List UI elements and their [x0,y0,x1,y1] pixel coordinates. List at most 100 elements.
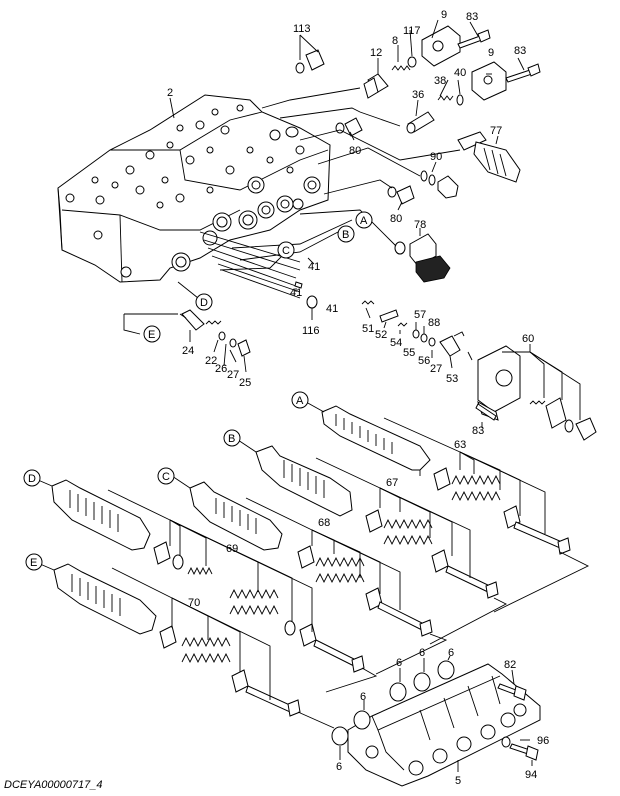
callout-77: 77 [490,125,502,137]
callout-27-left: 27 [227,369,239,381]
ring-116 [306,295,318,309]
callout-41-c: 41 [326,303,338,315]
ring-26 [218,331,226,341]
letter-B-lower: B [228,433,235,445]
callout-38: 38 [434,75,446,87]
bolt-82 [497,683,527,701]
part-88 [453,331,465,337]
cover-9-second [471,61,507,101]
callout-57: 57 [414,309,426,321]
callout-68: 68 [318,517,330,529]
circle-A-upper [355,211,373,229]
circle-D-lower [23,469,41,487]
callout-9-second: 9 [488,47,494,59]
letter-E-upper: E [148,329,155,341]
ring-117 [407,56,417,68]
spool-parts-70 [159,625,301,717]
callout-25: 25 [239,377,251,389]
callout-82: 82 [504,659,516,671]
spring-38 [437,95,454,101]
callout-117: 117 [403,25,421,37]
spool-parts-63 [433,467,571,555]
callout-78: 78 [414,219,426,231]
letter-D-lower: D [28,473,36,485]
cover-9-top [421,25,461,67]
callout-56: 56 [418,355,430,367]
callout-41-a: 41 [308,261,320,273]
circle-C-lower [157,467,175,485]
spool-parts-69 [153,541,365,673]
callout-90: 90 [430,151,442,163]
leader-lines-middle [123,219,581,428]
callout-70: 70 [188,597,200,609]
letter-D-upper: D [200,297,208,309]
spool-parts-68 [297,545,433,637]
housing-ports [91,104,305,209]
callout-83-second: 83 [514,45,526,57]
bolt-83-second [505,63,541,83]
callout-113: 113 [293,23,311,35]
callout-60: 60 [522,333,534,345]
o-rings-6 [331,660,455,746]
callout-6-b: 6 [419,647,425,659]
callout-9-top: 9 [441,9,447,21]
valve-78 [394,233,451,283]
plug-80-upper [335,117,363,137]
callout-26: 26 [215,363,227,375]
callout-6-a: 6 [396,657,402,669]
bolt-83-lower [475,403,497,421]
drawing-id: DCEYA00000717_4 [4,779,103,791]
plug-53 [439,335,461,357]
cover-assembly-60 [477,345,597,441]
cover-block-5 [347,663,541,787]
spool-parts-67 [365,509,499,599]
letter-circles: A B C D E A B C D E [23,211,373,571]
spool-A [305,401,431,471]
callout-53: 53 [446,373,458,385]
callout-80-upper: 80 [349,145,361,157]
callout-63: 63 [454,439,466,451]
callout-54: 54 [390,337,402,349]
callout-6-e: 6 [336,761,342,773]
callout-83-top: 83 [466,11,478,23]
plug-90 [420,170,459,199]
circle-E-upper [143,325,161,343]
circle-D-upper [195,293,213,311]
callout-41-b: 41 [290,287,302,299]
callout-80-lower: 80 [390,213,402,225]
callout-83-lower: 83 [472,425,484,437]
plug-25 [237,339,251,357]
letter-C-upper: C [282,245,290,257]
callout-6-d: 6 [360,691,366,703]
callout-22: 22 [205,355,217,367]
letter-E-lower: E [30,557,37,569]
spool-36 [406,111,435,134]
bolt-83-top [457,29,491,49]
letter-B-upper: B [342,229,349,241]
spring-22 [205,320,222,325]
callout-94: 94 [525,769,537,781]
letter-C-lower: C [162,471,170,483]
callout-67: 67 [386,477,398,489]
letter-A-upper: A [360,215,368,227]
leader-lines-bottom [339,655,533,772]
spool-E [39,563,157,635]
bolt-94 [509,743,539,761]
callout-96: 96 [537,735,549,747]
ring-55 [412,329,420,339]
valve-housing [57,94,331,283]
ring-56 [420,333,428,343]
callout-55: 55 [403,347,415,359]
spring-54 [397,322,408,327]
callout-24: 24 [182,345,194,357]
callout-88: 88 [428,317,440,329]
circle-B-lower [223,429,241,447]
callout-40: 40 [454,67,466,79]
ring-40 [456,94,464,106]
callout-5: 5 [455,775,461,787]
spring-8 [391,45,411,71]
leader-lines-top [169,19,525,247]
callout-51: 51 [362,323,374,335]
callout-numbers: 113 117 9 83 8 12 9 83 40 38 36 2 77 80 … [167,9,549,787]
circle-B-upper [337,225,355,243]
